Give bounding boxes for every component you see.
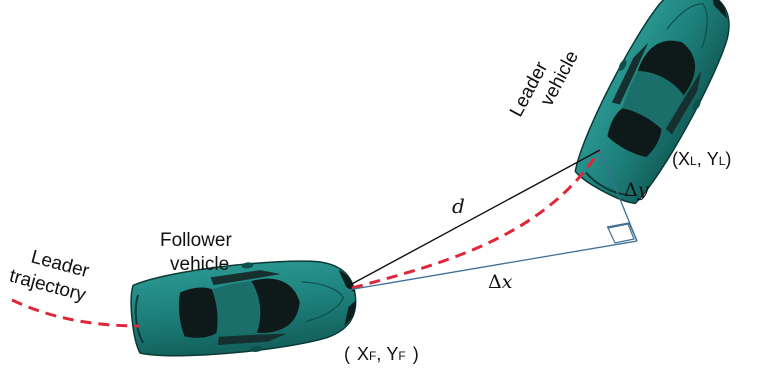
- follower-coord-x: X: [357, 344, 369, 364]
- delta-y-var: y: [637, 179, 649, 201]
- follower-coord-y: Y: [386, 344, 398, 364]
- distance-line: [347, 149, 601, 287]
- follower-coord-y-sub: F: [398, 349, 405, 363]
- delta-x-symbol: Δ: [488, 271, 502, 293]
- follower-vehicle-label-line1: Follower: [160, 230, 232, 251]
- leader-trajectory-path: [351, 149, 602, 290]
- follower-coord-close: ): [413, 344, 419, 364]
- distance-label: d: [452, 194, 465, 218]
- follower-coordinate-label: (XF,YF): [344, 344, 419, 364]
- follower-coord-x-sub: F: [369, 349, 376, 363]
- leader-trajectory-label: Leader trajectory: [7, 247, 92, 307]
- leader-coordinate-label: (XL,YL): [672, 149, 731, 169]
- leader-coord-x-sub: L: [690, 154, 697, 168]
- delta-x-line: [347, 240, 638, 291]
- right-angle-marker: [606, 222, 638, 242]
- follower-coord-open: (: [344, 344, 350, 364]
- follower-vehicle: [126, 250, 362, 366]
- leader-vehicle: [562, 0, 750, 214]
- right-angle-box: [607, 223, 635, 244]
- delta-x-label: Δx: [488, 271, 513, 293]
- delta-y-symbol: Δ: [624, 179, 638, 201]
- leader-coord-open: (: [672, 149, 678, 169]
- leader-coord-x: X: [678, 149, 690, 169]
- leader-coord-sep: ,: [697, 149, 702, 169]
- follower-vehicle-label-line2: vehicle: [170, 254, 229, 275]
- leader-coord-y: Y: [707, 149, 719, 169]
- delta-x-var: x: [502, 271, 513, 293]
- follower-coord-sep: ,: [376, 344, 381, 364]
- leader-coord-close: ): [725, 149, 731, 169]
- delta-y-label: Δy: [624, 179, 649, 201]
- leader-coord-y-sub: L: [719, 154, 726, 168]
- leader-vehicle-label: Leader vehicle: [506, 48, 583, 121]
- leader-trajectory-tail: [11, 298, 141, 328]
